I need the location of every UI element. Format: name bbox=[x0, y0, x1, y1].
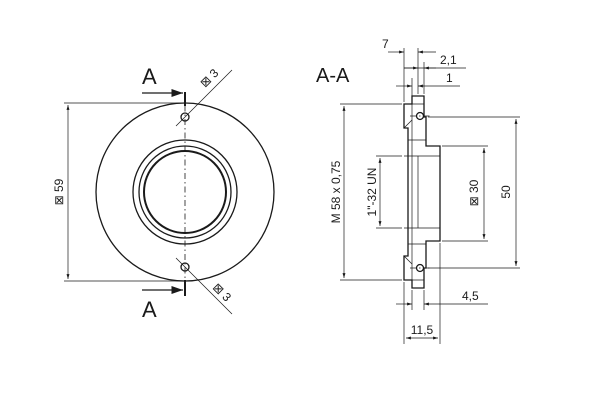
section-view: A-A 7 2,1 1 bbox=[316, 37, 520, 344]
dim-11-5-label: 11,5 bbox=[411, 323, 434, 337]
chamfer-bottom bbox=[403, 255, 413, 265]
section-title: A-A bbox=[316, 65, 350, 87]
dim-50-label: 50 bbox=[499, 185, 513, 199]
leader-hole-bottom bbox=[175, 257, 233, 315]
hole-bottom bbox=[180, 262, 190, 272]
dim-hole-top-label: ⊠ 3 bbox=[197, 66, 221, 90]
dim-m58-label: M 58 x 0,75 bbox=[329, 160, 343, 223]
dim-7-label: 7 bbox=[382, 37, 389, 51]
flange-profile bbox=[403, 95, 441, 289]
section-letter-top: A bbox=[142, 64, 157, 89]
dim-2-1-label: 2,1 bbox=[440, 53, 457, 67]
dim-hole-bottom-label: ⊠ 3 bbox=[210, 280, 234, 304]
dim-4-5-label: 4,5 bbox=[462, 289, 479, 303]
dim-1-label: 1 bbox=[446, 71, 453, 85]
section-letter-bottom: A bbox=[142, 297, 157, 322]
front-view: A A ⊠ 59 ⊠ 3 ⊠ 3 bbox=[52, 64, 275, 322]
dim-30-label: ⊠ 30 bbox=[467, 179, 481, 206]
leader-hole-top bbox=[175, 69, 233, 127]
chamfer-top bbox=[403, 119, 413, 129]
hole-top bbox=[180, 112, 190, 122]
dim-outer-label: ⊠ 59 bbox=[52, 178, 66, 205]
dim-un-label: 1"-32 UN bbox=[365, 168, 379, 217]
